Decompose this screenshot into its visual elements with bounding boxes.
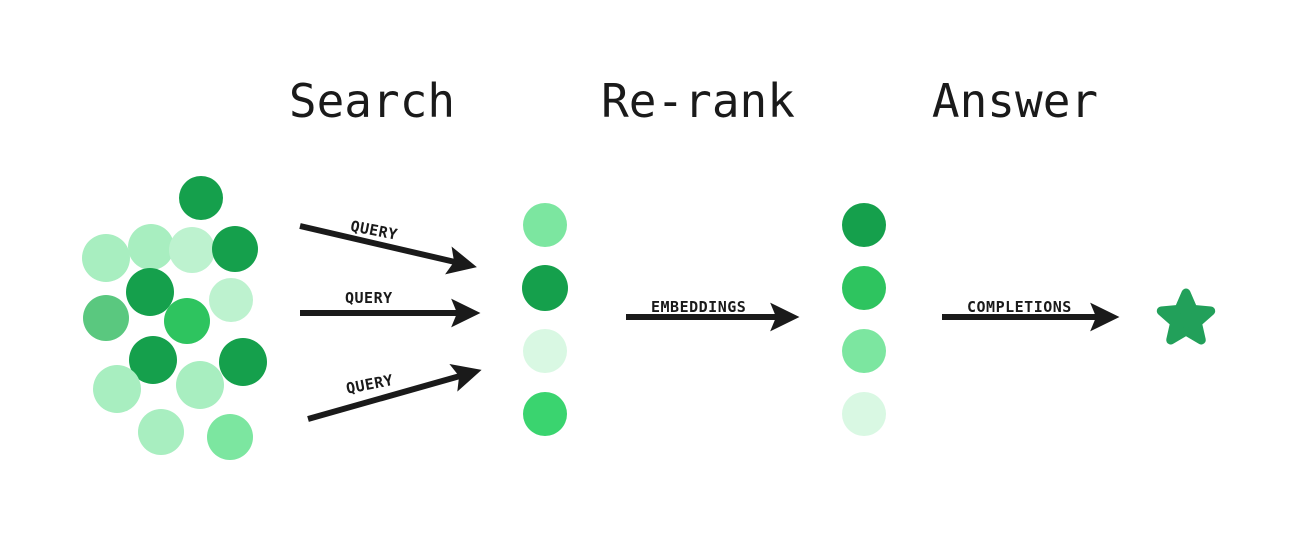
document-dot-12 — [93, 365, 141, 413]
arrow-label-completions: COMPLETIONS — [967, 298, 1072, 316]
stage-title-rerank: Re-rank — [601, 74, 795, 128]
retrieved-dot-1 — [523, 203, 567, 247]
document-dot-1 — [179, 176, 223, 220]
document-dot-11 — [219, 338, 267, 386]
document-dot-4 — [169, 227, 215, 273]
reranked-dot-1 — [842, 203, 886, 247]
stage-title-answer: Answer — [931, 74, 1099, 128]
document-dot-8 — [83, 295, 129, 341]
arrow-label-query-1: QUERY — [348, 217, 400, 244]
document-dot-14 — [138, 409, 184, 455]
retrieved-dot-2 — [522, 265, 568, 311]
arrow-label-query-3: QUERY — [344, 370, 395, 398]
stage-title-search: Search — [288, 74, 456, 128]
document-dot-13 — [176, 361, 224, 409]
arrow-label-query-2: QUERY — [345, 289, 393, 307]
retrieved-dot-4 — [523, 392, 567, 436]
document-dot-5 — [212, 226, 258, 272]
document-dot-3 — [82, 234, 130, 282]
reranked-dot-3 — [842, 329, 886, 373]
document-dot-7 — [209, 278, 253, 322]
arrow-label-embeddings: EMBEDDINGS — [651, 298, 747, 316]
answer-star-icon — [1156, 288, 1216, 345]
document-dot-2 — [128, 224, 174, 270]
document-dot-9 — [164, 298, 210, 344]
retrieved-dot-3 — [523, 329, 567, 373]
reranked-dot-2 — [842, 266, 886, 310]
reranked-dot-4 — [842, 392, 886, 436]
document-dot-15 — [207, 414, 253, 460]
document-dot-6 — [126, 268, 174, 316]
